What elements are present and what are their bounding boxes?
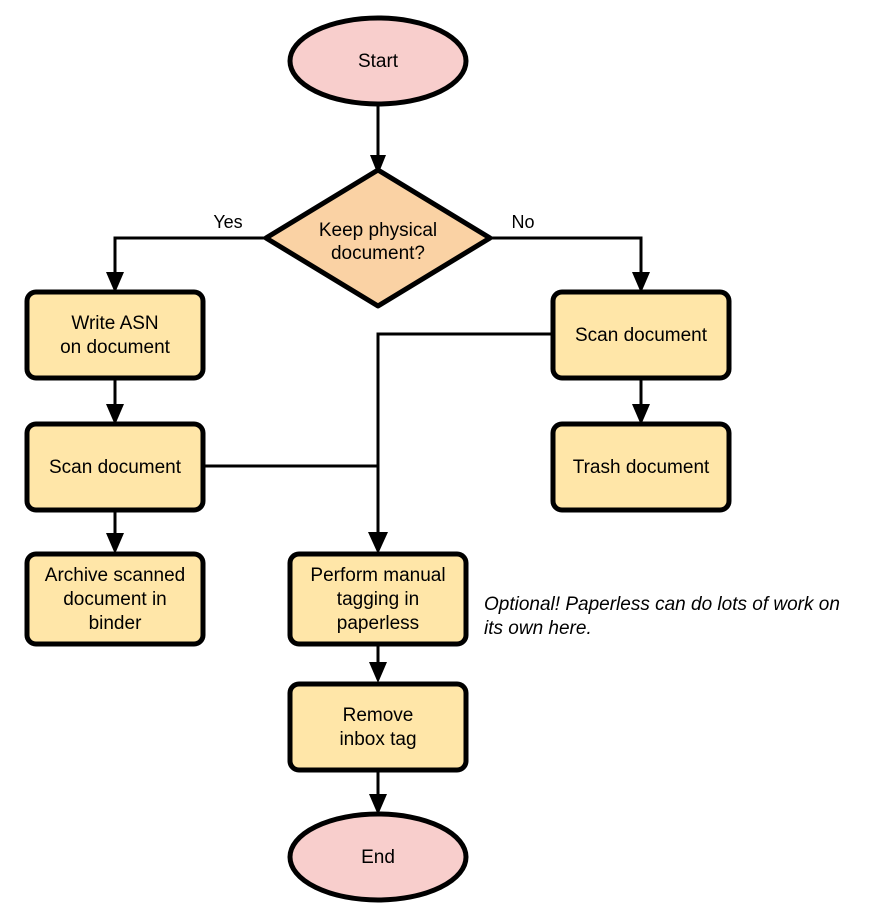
remove-inbox-label-line1: Remove (343, 705, 414, 726)
edge-remove-inbox-to-end (369, 771, 387, 815)
node-scan-document-right[interactable]: Scan document (550, 289, 732, 381)
start-label: Start (358, 51, 399, 72)
scan-document-right-label: Scan document (575, 325, 708, 346)
edge-label-no: No (511, 212, 534, 232)
edge-scan-right-to-trash (632, 378, 650, 425)
edge-label-yes: Yes (213, 212, 242, 232)
decision-label-line1: Keep physical (319, 220, 437, 241)
manual-tagging-box (287, 551, 469, 647)
archive-label-line2: document in (63, 589, 167, 610)
decision-label-line2: document? (331, 243, 425, 264)
node-end[interactable]: End (287, 811, 469, 903)
end-label: End (361, 847, 395, 868)
manual-tagging-label-line2: tagging in (337, 589, 419, 610)
node-archive-scanned-document[interactable]: Archive scanned document in binder (24, 551, 206, 647)
archive-box (24, 551, 206, 647)
optional-note-line1: Optional! Paperless can do lots of work … (484, 594, 840, 615)
decision-diamond (263, 167, 493, 309)
edge-decision-to-write-asn (106, 236, 264, 293)
node-trash-document[interactable]: Trash document (550, 421, 732, 513)
archive-label-line1: Archive scanned (45, 565, 185, 586)
manual-tagging-label-line3: paperless (337, 613, 419, 634)
edge-scan-left-to-archive (106, 510, 124, 554)
optional-note-line2: its own here. (484, 618, 592, 639)
scan-document-right-box (550, 289, 732, 381)
scan-document-left-box (24, 421, 206, 513)
node-write-asn-on-document[interactable]: Write ASN on document (24, 289, 206, 381)
node-decision-keep-physical-document[interactable]: Keep physical document? (263, 167, 493, 309)
edge-scan-right-to-manual-tagging (368, 332, 552, 554)
write-asn-label-line1: Write ASN (71, 313, 158, 334)
edge-write-asn-to-scan-left (106, 378, 124, 425)
node-scan-document-left[interactable]: Scan document (24, 421, 206, 513)
manual-tagging-label-line1: Perform manual (310, 565, 445, 586)
node-remove-inbox-tag[interactable]: Remove inbox tag (287, 681, 469, 773)
end-ellipse (287, 811, 469, 903)
node-start[interactable]: Start (287, 15, 469, 107)
trash-document-label: Trash document (573, 457, 710, 478)
edge-start-to-decision (370, 100, 386, 175)
write-asn-label-line2: on document (60, 337, 171, 358)
remove-inbox-tag-box (287, 681, 469, 773)
node-perform-manual-tagging[interactable]: Perform manual tagging in paperless (287, 551, 469, 647)
remove-inbox-label-line2: inbox tag (339, 729, 416, 750)
edge-decision-to-scan-right (492, 236, 650, 293)
trash-document-box (550, 421, 732, 513)
annotation-optional-note: Optional! Paperless can do lots of work … (484, 594, 840, 639)
scan-document-left-label: Scan document (49, 457, 182, 478)
write-asn-box (24, 289, 206, 381)
archive-label-line3: binder (89, 613, 142, 634)
start-ellipse (287, 15, 469, 107)
edge-manual-tagging-to-remove-inbox (369, 643, 387, 683)
